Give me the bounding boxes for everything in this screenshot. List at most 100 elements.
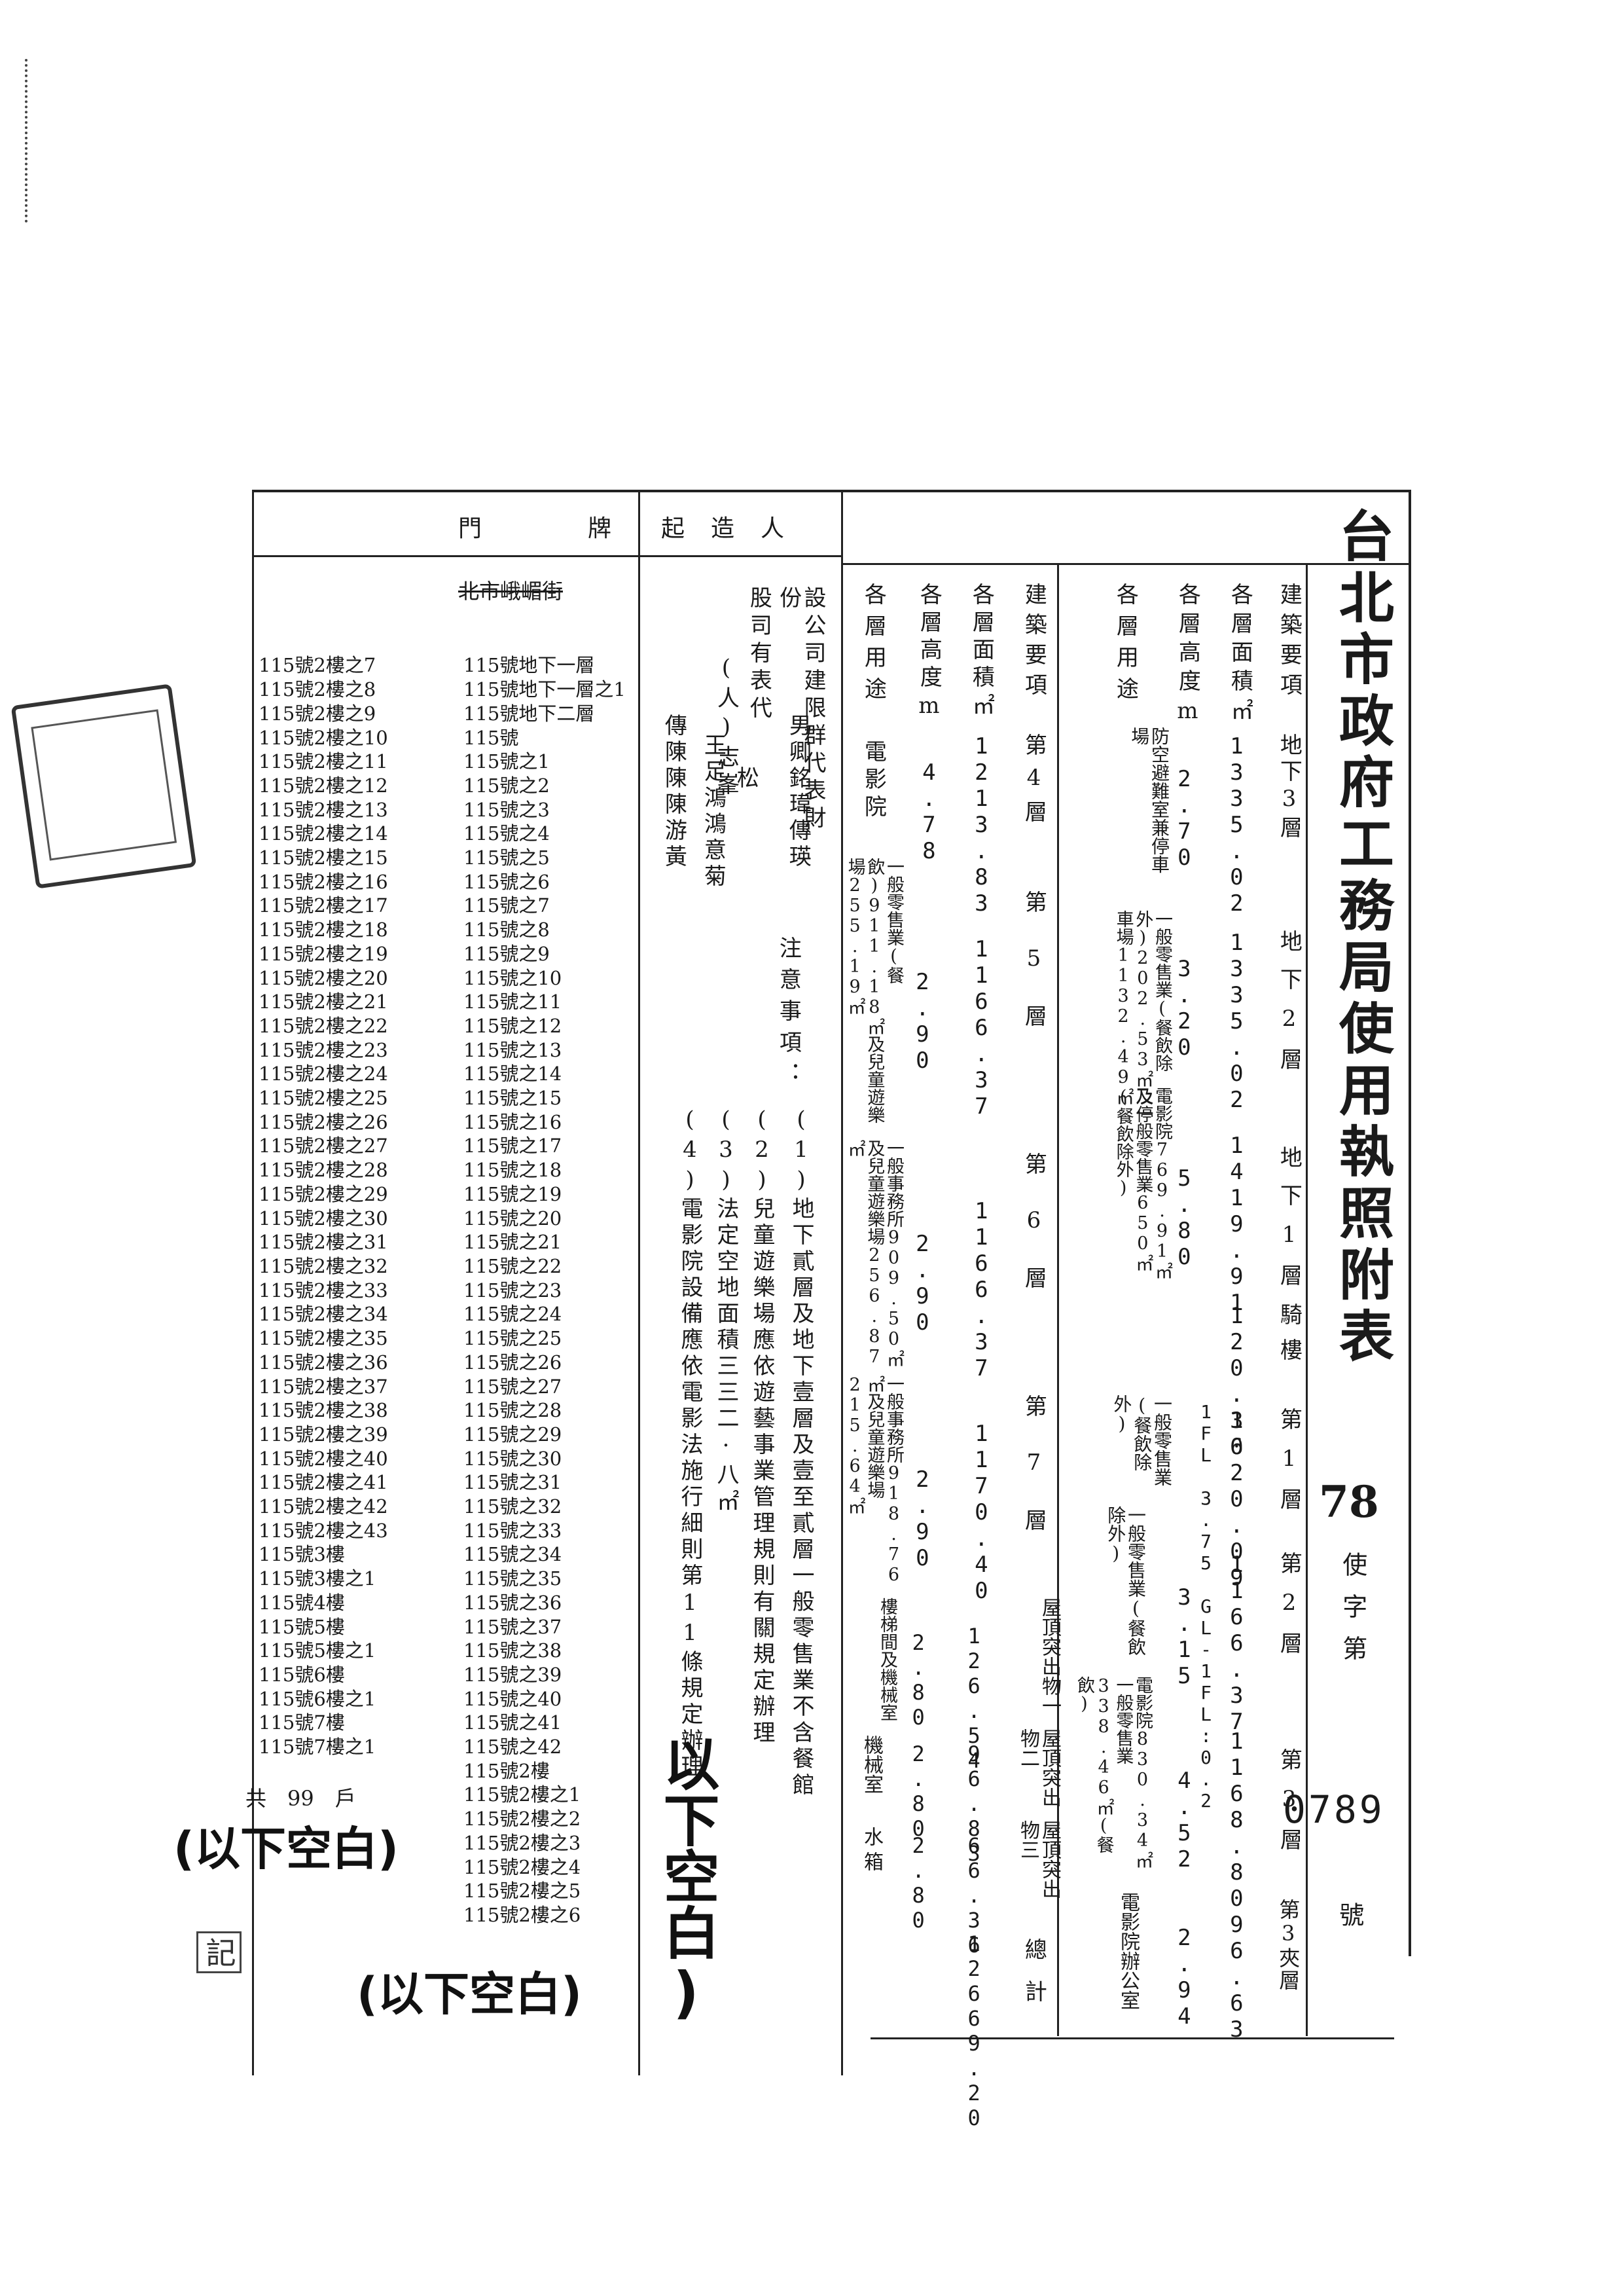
floor-area: 1168.80	[1223, 1728, 1250, 1912]
floor-area: 1166.37	[1223, 1552, 1250, 1735]
address-entry: 115號2樓之21	[259, 991, 388, 1013]
floor-area: 1419.91	[1223, 1133, 1250, 1316]
address-entry: 115號之30	[463, 1447, 562, 1470]
floor-height: 5.80	[1171, 1165, 1198, 1270]
table-title-divider	[1306, 563, 1308, 2036]
row-label-area: 各層面積㎡	[1227, 583, 1253, 727]
note-line: (2)兒童遊樂場應依遊藝事業管理規則有關規定辦理	[749, 1106, 775, 1747]
address-entry: 115號2樓之22	[259, 1014, 388, 1037]
address-entry: 115號之23	[463, 1279, 562, 1302]
address-entry: 115號5樓	[259, 1615, 345, 1638]
floor-area: 66.36	[962, 1833, 987, 1958]
address-entry: 115號地下一層之1	[463, 678, 626, 701]
address-entry: 115號地下二層	[463, 702, 595, 725]
floor-name: 屋頂突出物三	[1016, 1820, 1061, 1899]
address-entry: 115號之19	[463, 1182, 562, 1205]
row-label-area: 各層面積㎡	[968, 583, 995, 720]
address-entry: 115號2樓之4	[463, 1855, 581, 1878]
floor-height: 3.20	[1171, 956, 1198, 1061]
address-entry: 115號之41	[463, 1711, 562, 1734]
address-entry: 115號之38	[463, 1639, 562, 1662]
address-entry: 115號6樓之1	[259, 1687, 376, 1710]
address-header: 門 牌	[458, 515, 632, 542]
address-entry: 115號2樓之9	[259, 702, 376, 725]
address-entry: 115號之3	[463, 798, 550, 821]
address-entry: 115號2樓之38	[259, 1399, 388, 1422]
address-entry: 115號之25	[463, 1327, 562, 1350]
floor-use: 水箱	[860, 1827, 883, 1876]
address-entry: 115號之17	[463, 1135, 562, 1157]
floor-height: 3.15	[1171, 1584, 1198, 1689]
address-entry: 115號之21	[463, 1231, 562, 1254]
seal-stamp	[10, 683, 197, 889]
handwritten-blank-note: (以下空白)	[173, 1822, 399, 1876]
address-entry: 115號之33	[463, 1519, 562, 1542]
handwritten-blank-note: (以下空白)	[357, 1967, 582, 2021]
floor-area: 12669.20	[962, 1931, 987, 2130]
address-entry: 115號2樓之13	[259, 798, 388, 821]
address-entry: 115號2樓之14	[259, 822, 388, 845]
table-header-rule	[841, 563, 1411, 565]
floor-area: 126.54	[962, 1624, 987, 1773]
floor-use: 防空避難室兼停車場	[1128, 727, 1170, 873]
address-entry: 115號2樓之25	[259, 1087, 388, 1110]
floor-area: 96.63	[1223, 1912, 1250, 2043]
floor-use: 一般事務所918.76㎡及兒童遊樂場215.64㎡	[844, 1375, 904, 1585]
address-entry: 115號2樓之10	[259, 726, 388, 749]
address-entry: 115號之7	[463, 894, 550, 917]
floor-use: 一般零售業(餐飲)911.18㎡及兒童遊樂場255.19㎡	[844, 858, 904, 1123]
address-entry: 115號2樓之16	[259, 870, 388, 893]
builder-names: 傳陳陳陳游黃	[660, 714, 687, 871]
document-title: 台北市政府工務局使用執照附表	[1330, 507, 1395, 1369]
handwritten-blank-note: 以下空白)	[653, 1735, 719, 2026]
serial-prefix: 78	[1319, 1476, 1379, 1527]
floor-name: 地下1層	[1276, 1146, 1303, 1302]
address-entry: 115號2樓之18	[259, 919, 388, 941]
address-entry: 115號2樓之3	[463, 1831, 581, 1854]
floor-use: 電影院830.34㎡一般零售業338.46㎡(餐飲)	[1073, 1676, 1153, 1868]
address-entry: 115號地下一層	[463, 654, 595, 677]
address-entry: 115號之27	[463, 1375, 562, 1398]
floor-name: 第3夾層	[1276, 1899, 1301, 1992]
floor-name: 地下2層	[1276, 930, 1303, 1085]
note-line: (3)法定空地面積三三二·八㎡	[713, 1106, 739, 1515]
floor-name: 屋頂突出物一	[1038, 1597, 1061, 1715]
serial-suffix: 號	[1335, 1902, 1364, 1927]
address-entry: 115號之5	[463, 847, 550, 869]
floor-name: 第6層	[1020, 1152, 1047, 1321]
address-entry: 115號2樓之7	[259, 654, 376, 677]
address-entry: 115號2樓之31	[259, 1231, 388, 1254]
address-entry: 115號2樓之6	[463, 1903, 581, 1926]
floor-height: 2.90	[909, 1467, 936, 1571]
floor-height: 2.94	[1171, 1925, 1198, 2030]
inspection-mark: 記	[196, 1931, 242, 1973]
builder-rep-line: 男卿銘瑋傳瑛	[785, 714, 812, 871]
address-header-rule	[252, 555, 841, 557]
address-entry: 115號之2	[463, 774, 550, 797]
builder-rep-line: 股司有表代	[746, 586, 772, 723]
form-top-border	[252, 490, 1411, 492]
floor-area: 1335.02	[1223, 733, 1250, 917]
address-entry: 115號2樓之35	[259, 1327, 388, 1350]
table-left-border	[841, 491, 843, 2043]
address-entry: 115號2樓之42	[259, 1495, 388, 1518]
address-entry: 115號2樓之36	[259, 1351, 388, 1374]
address-entry: 115號7樓	[259, 1711, 345, 1734]
floor-height: 2.90	[909, 1231, 936, 1336]
address-entry: 115號3樓之1	[259, 1567, 376, 1590]
floor-name: 第7層	[1020, 1394, 1047, 1563]
serial-mid: 使字第	[1338, 1552, 1367, 1677]
address-entry: 115號之42	[463, 1736, 562, 1758]
floor-height: 2.80	[906, 1741, 931, 1841]
floor-height: 2.80	[906, 1833, 931, 1933]
address-entry: 115號之28	[463, 1399, 562, 1422]
row-label-height: 各層高度m	[916, 583, 943, 724]
floor-use: 一般零售業(餐飲除外)	[1111, 1394, 1173, 1486]
punch-mark	[25, 59, 31, 223]
address-entry: 115號	[463, 726, 519, 749]
form-bottom-border	[871, 2037, 1394, 2039]
address-entry: 115號2樓之12	[259, 774, 388, 797]
address-entry: 115號2樓之28	[259, 1159, 388, 1182]
